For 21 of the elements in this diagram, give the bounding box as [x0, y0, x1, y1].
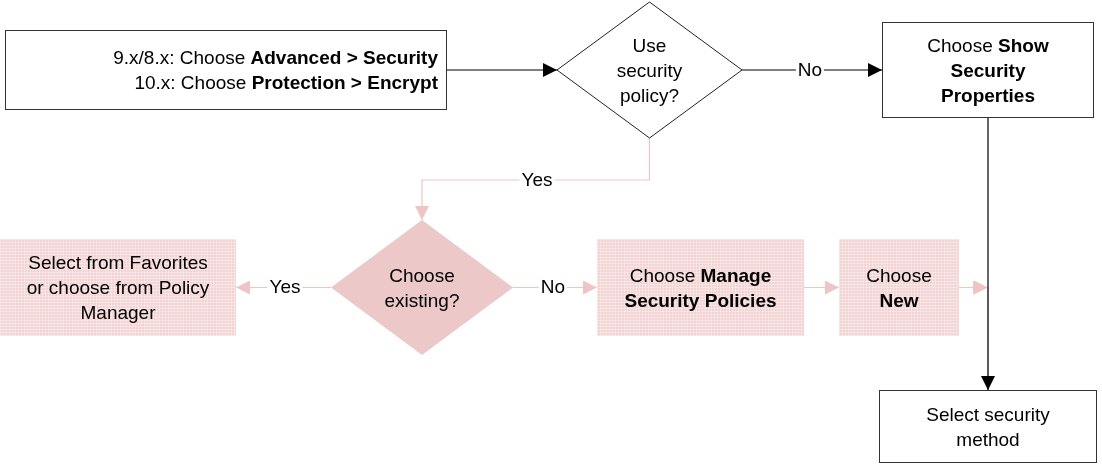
- process-box: [597, 239, 804, 336]
- step-text: Choose existing?: [383, 263, 461, 313]
- arrow: [446, 63, 558, 77]
- step-text: Choose Show Security Properties: [926, 33, 1050, 108]
- process-box: [882, 22, 1094, 118]
- process-box: [0, 239, 236, 336]
- step-text: Select security method: [925, 402, 1051, 452]
- step-text: 10.x: Choose Protection > Encrypt: [134, 71, 438, 95]
- step-text: 9.x/8.x: Choose Advanced > Security: [113, 46, 438, 70]
- process-box: [879, 390, 1097, 463]
- arrow: [803, 280, 840, 295]
- step-text: Use security policy?: [615, 33, 684, 108]
- step-text: Choose Manage Security Policies: [623, 263, 778, 313]
- decision-diamond: [557, 2, 742, 138]
- step-text: Select from Favorites or choose from Policy Manager: [26, 251, 210, 325]
- arrow: [415, 137, 651, 221]
- arrow: [981, 117, 995, 391]
- process-box: [839, 239, 959, 336]
- decision-diamond: [331, 220, 513, 355]
- step-text: Choose New: [865, 263, 933, 313]
- process-box: [5, 30, 447, 110]
